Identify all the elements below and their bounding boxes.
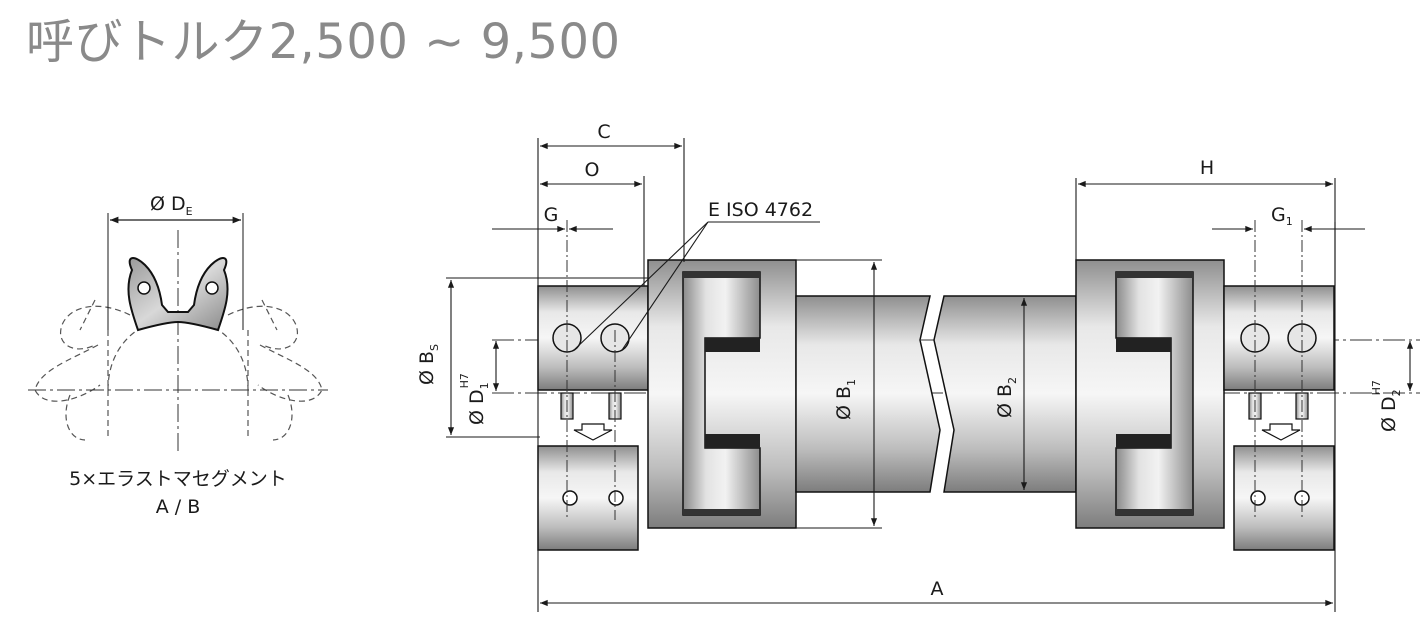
dim-d1-label: Ø D1H7 <box>458 373 491 425</box>
dim-b1-label: Ø B1 <box>833 379 858 420</box>
dim-g-label: G <box>544 204 559 226</box>
elastomer-caption: 5×エラストマセグメント <box>69 468 287 490</box>
dim-g1-label: G1 <box>1271 204 1293 228</box>
screw-spec-label: E ISO 4762 <box>708 199 813 221</box>
dim-bs-label: Ø BS <box>416 344 441 385</box>
dim-b2-label: Ø B2 <box>994 377 1019 418</box>
page-title: 呼びトルク2,500 ~ 9,500 <box>26 14 621 70</box>
dim-a-label: A <box>931 578 944 600</box>
elastomer-segment-view: Ø DE 5×エラストマセグメント A / B <box>28 193 328 518</box>
dim-o-label: O <box>585 159 600 181</box>
dimension-lines <box>446 138 1414 612</box>
dim-h-label: H <box>1200 157 1214 179</box>
dim-c-label: C <box>597 121 610 143</box>
de-label: Ø DE <box>150 193 193 218</box>
coupling-assembly <box>492 220 1420 551</box>
elastomer-caption-type: A / B <box>156 496 201 518</box>
dim-d2-label: Ø D2H7 <box>1370 380 1403 432</box>
